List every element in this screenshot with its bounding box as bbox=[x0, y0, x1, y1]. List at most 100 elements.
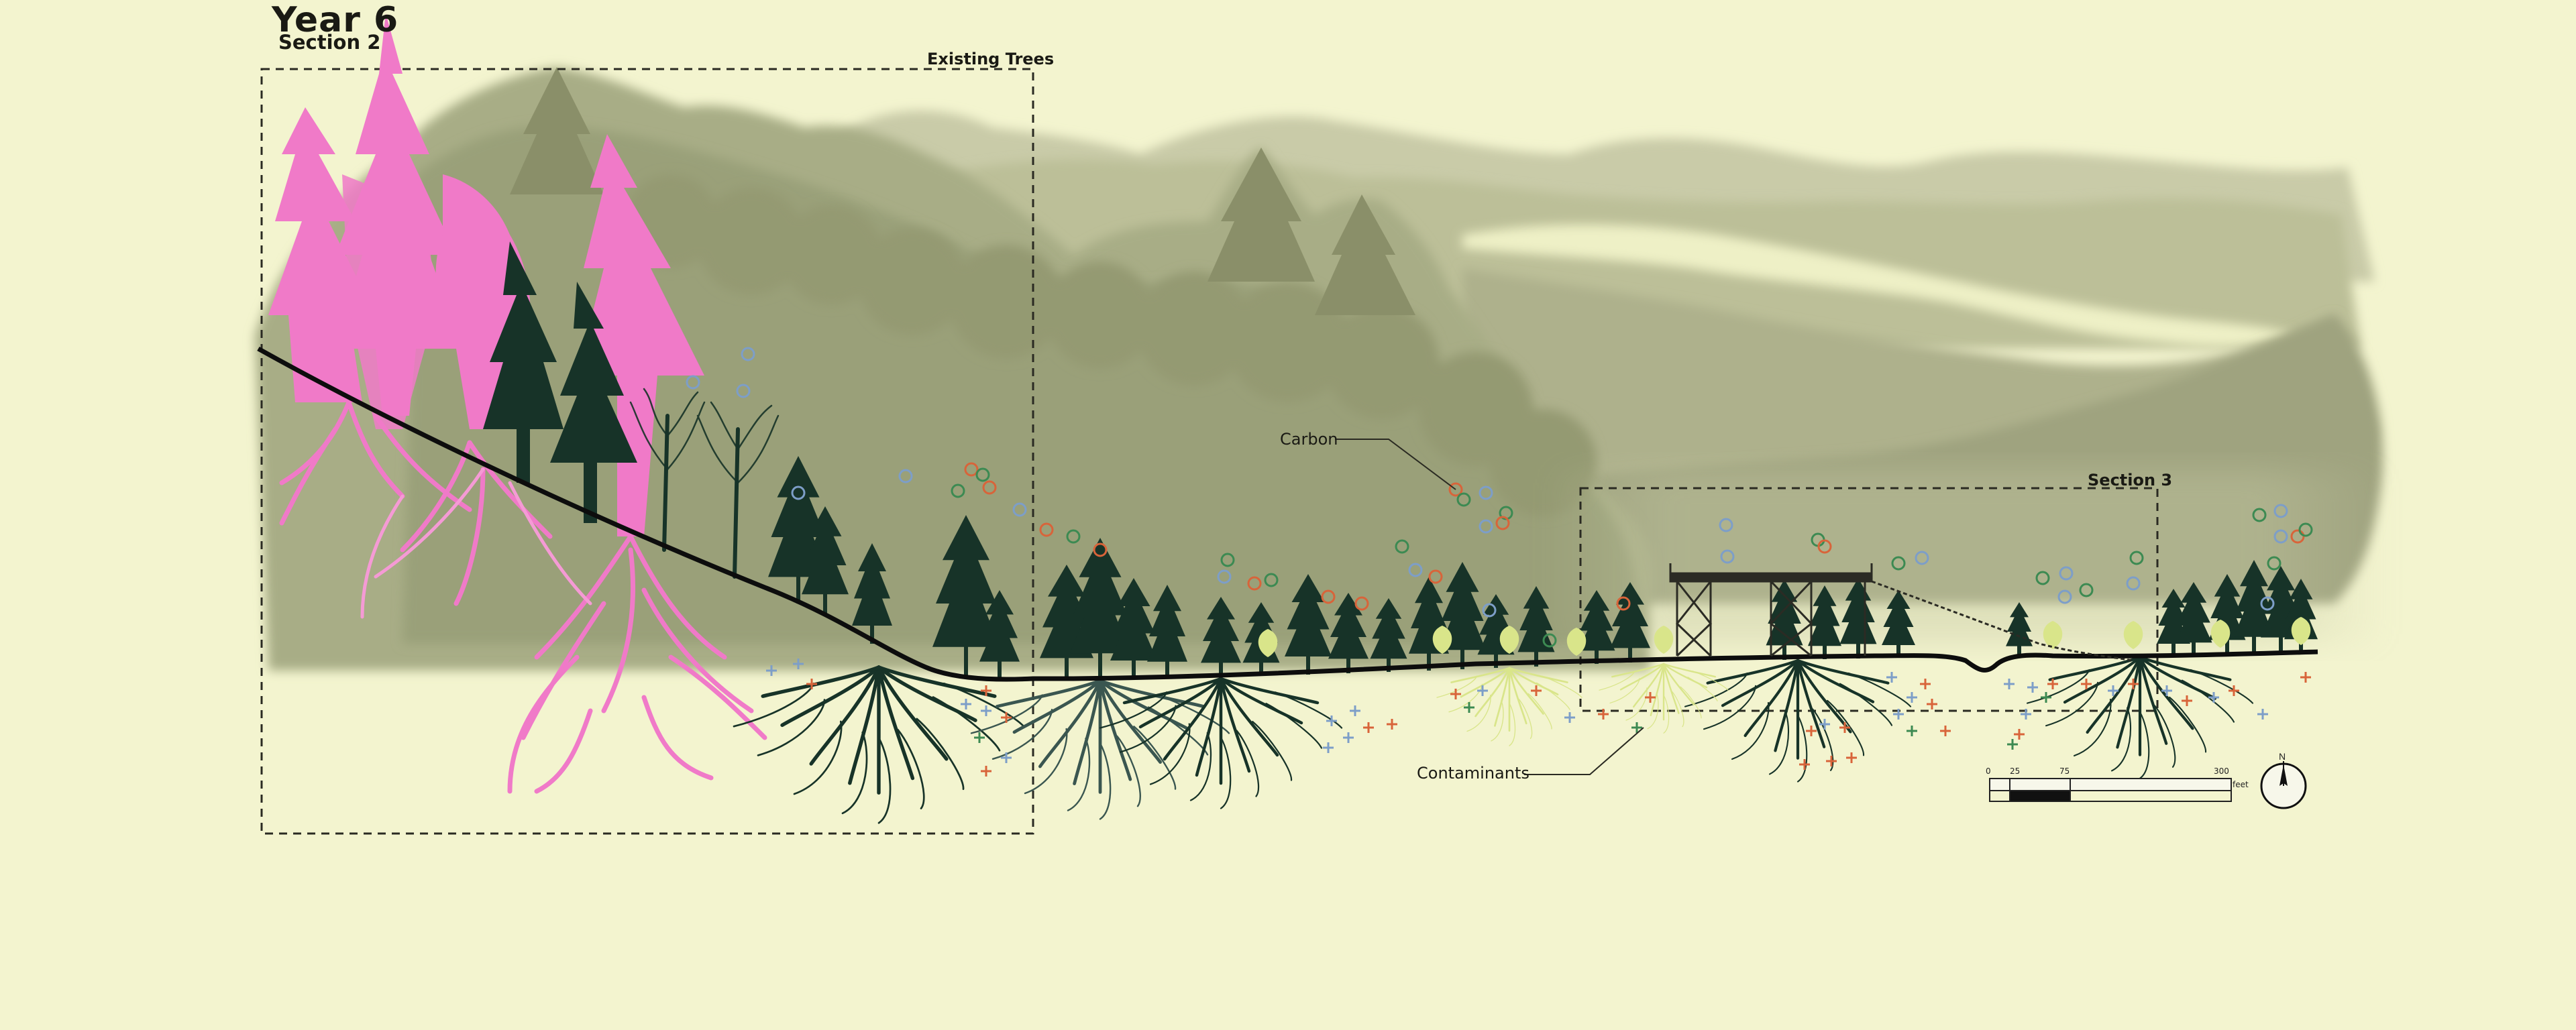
carbon-circle bbox=[1542, 633, 1557, 648]
contaminant-cross bbox=[1907, 726, 1917, 736]
contaminant-cross bbox=[2208, 692, 2219, 703]
scale-bar bbox=[1989, 778, 2232, 802]
contaminant-cross bbox=[1806, 726, 1817, 736]
carbon-circle bbox=[2129, 551, 2144, 565]
contaminant-cross bbox=[766, 665, 777, 676]
contaminant-cross bbox=[1893, 709, 1904, 720]
section-subtitle: Section 2 bbox=[278, 31, 381, 54]
dashed-section-frames bbox=[260, 68, 2159, 835]
contaminant-cross bbox=[2047, 679, 2058, 689]
sapling bbox=[2043, 621, 2063, 649]
contaminant-cross bbox=[2257, 709, 2268, 720]
sapling bbox=[1566, 628, 1587, 656]
carbon-circle bbox=[2059, 566, 2074, 581]
contaminant-cross bbox=[1387, 719, 1397, 730]
contaminant-cross bbox=[2108, 685, 2118, 696]
conifer-tree bbox=[1517, 586, 1555, 667]
contaminant-cross bbox=[1799, 759, 1810, 770]
contaminant-cross bbox=[1886, 672, 1897, 683]
conifer-tree bbox=[1839, 578, 1877, 659]
conifer-tree bbox=[1070, 538, 1130, 679]
root-system bbox=[1436, 667, 1582, 746]
conifer-tree bbox=[2175, 582, 2212, 656]
contaminant-cross bbox=[1477, 685, 1488, 696]
carbon-circle bbox=[2252, 508, 2267, 522]
contaminant-cross bbox=[981, 685, 991, 696]
carbon-circle bbox=[1220, 553, 1235, 567]
carbon-circle bbox=[1012, 502, 1027, 517]
conifer-tree bbox=[802, 506, 849, 614]
root-system bbox=[1599, 663, 1729, 734]
carbon-circle bbox=[1039, 522, 1054, 537]
contaminant-cross bbox=[1001, 712, 1012, 723]
root-system bbox=[733, 665, 1025, 824]
contaminant-cross bbox=[2041, 692, 2051, 703]
carbon-circle bbox=[1408, 563, 1423, 577]
contaminant-cross bbox=[1826, 756, 1837, 766]
conifer-tree bbox=[1201, 597, 1241, 677]
carbon-circle bbox=[1217, 569, 1232, 584]
carbon-circle bbox=[1066, 529, 1081, 544]
contaminants-label: Contaminants bbox=[1417, 764, 1529, 783]
carbon-circle bbox=[1616, 596, 1631, 611]
root-system bbox=[2026, 655, 2254, 779]
contaminant-cross bbox=[1598, 709, 1609, 720]
contaminant-cross bbox=[1450, 689, 1461, 699]
contaminant-cross bbox=[1326, 716, 1337, 726]
scale-tick-300: 300 bbox=[2214, 766, 2229, 776]
contaminant-cross bbox=[1464, 702, 1474, 713]
contaminant-cross bbox=[1350, 705, 1360, 716]
page-title-year: Year 6 bbox=[272, 0, 399, 40]
carbon-circle bbox=[2267, 556, 2282, 571]
carbon-circle bbox=[1395, 539, 1409, 554]
sapling bbox=[1499, 626, 1519, 654]
carbon-circle bbox=[1720, 549, 1735, 564]
root-system bbox=[1099, 677, 1343, 809]
contaminant-cross bbox=[2014, 729, 2025, 740]
carbon-circle bbox=[1264, 573, 1279, 587]
contaminant-cross bbox=[981, 766, 991, 777]
contaminants-leader bbox=[1524, 727, 1644, 775]
scale-tick-25: 25 bbox=[2010, 766, 2021, 776]
contaminant-cross bbox=[806, 679, 817, 689]
carbon-circle bbox=[2057, 589, 2072, 604]
carbon-circle bbox=[1448, 482, 1463, 497]
carbon-circle bbox=[1495, 516, 1510, 530]
contaminant-cross bbox=[1927, 699, 1937, 709]
carbon-circle bbox=[1321, 589, 1336, 604]
contaminant-cross bbox=[1323, 742, 1334, 753]
carbon-circle bbox=[982, 480, 997, 495]
carbon-circle bbox=[964, 462, 979, 477]
carbon-label: Carbon bbox=[1280, 430, 1338, 449]
contaminant-cross bbox=[2182, 695, 2192, 706]
carbon-circle bbox=[1915, 551, 1929, 565]
carbon-markers bbox=[686, 347, 2313, 648]
conifer-tree bbox=[1147, 585, 1187, 679]
contaminant-cross bbox=[1645, 692, 1656, 703]
callout-leaders bbox=[1335, 439, 1644, 775]
conifer-tree bbox=[852, 543, 892, 644]
north-arrow-icon bbox=[2260, 761, 2307, 809]
carbon-circle bbox=[1093, 542, 1108, 557]
carbon-circle bbox=[686, 375, 700, 390]
existing-conifers-dark bbox=[483, 241, 637, 523]
conifer-tree bbox=[1285, 574, 1332, 675]
contaminant-cross bbox=[1940, 726, 1951, 736]
conifer-tree bbox=[1370, 598, 1407, 672]
conifer-tree bbox=[2006, 602, 2033, 656]
contaminant-cross bbox=[2021, 709, 2031, 720]
section3-label: Section 3 bbox=[2088, 471, 2173, 490]
contaminant-cross bbox=[2081, 679, 2092, 689]
young-saplings bbox=[1258, 617, 2311, 657]
carbon-circle bbox=[951, 483, 965, 498]
contaminant-markers bbox=[766, 659, 2311, 777]
contaminant-cross bbox=[2004, 679, 2015, 689]
contaminant-cross bbox=[974, 732, 985, 743]
section3-frame bbox=[1579, 487, 2159, 712]
carbon-circle bbox=[1354, 596, 1369, 611]
conifer-tree bbox=[979, 590, 1020, 677]
tree-root-systems bbox=[733, 655, 2254, 824]
contaminant-cross bbox=[2128, 679, 2139, 689]
